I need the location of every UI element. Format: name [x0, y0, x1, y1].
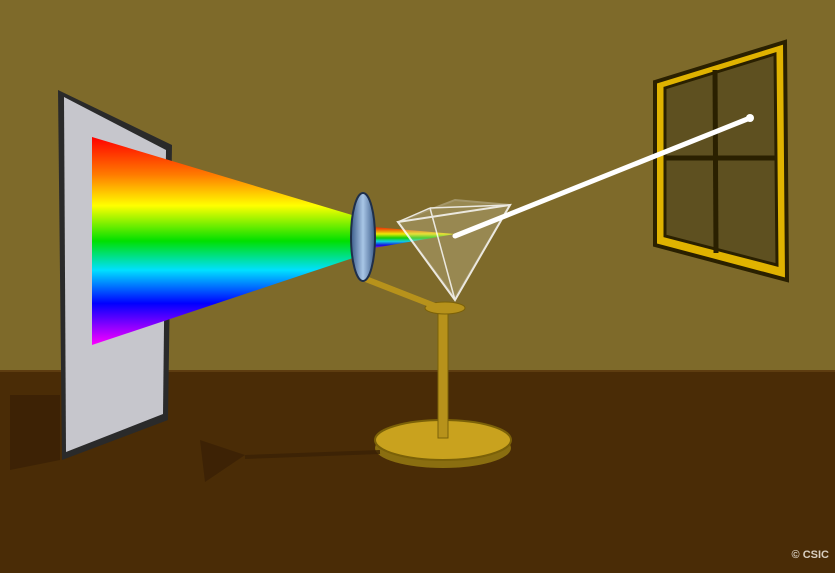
lens — [351, 193, 375, 281]
copyright-credit: © CSIC — [792, 549, 829, 561]
window — [655, 42, 787, 280]
screen-shadow — [10, 395, 60, 470]
light-source — [746, 114, 754, 122]
